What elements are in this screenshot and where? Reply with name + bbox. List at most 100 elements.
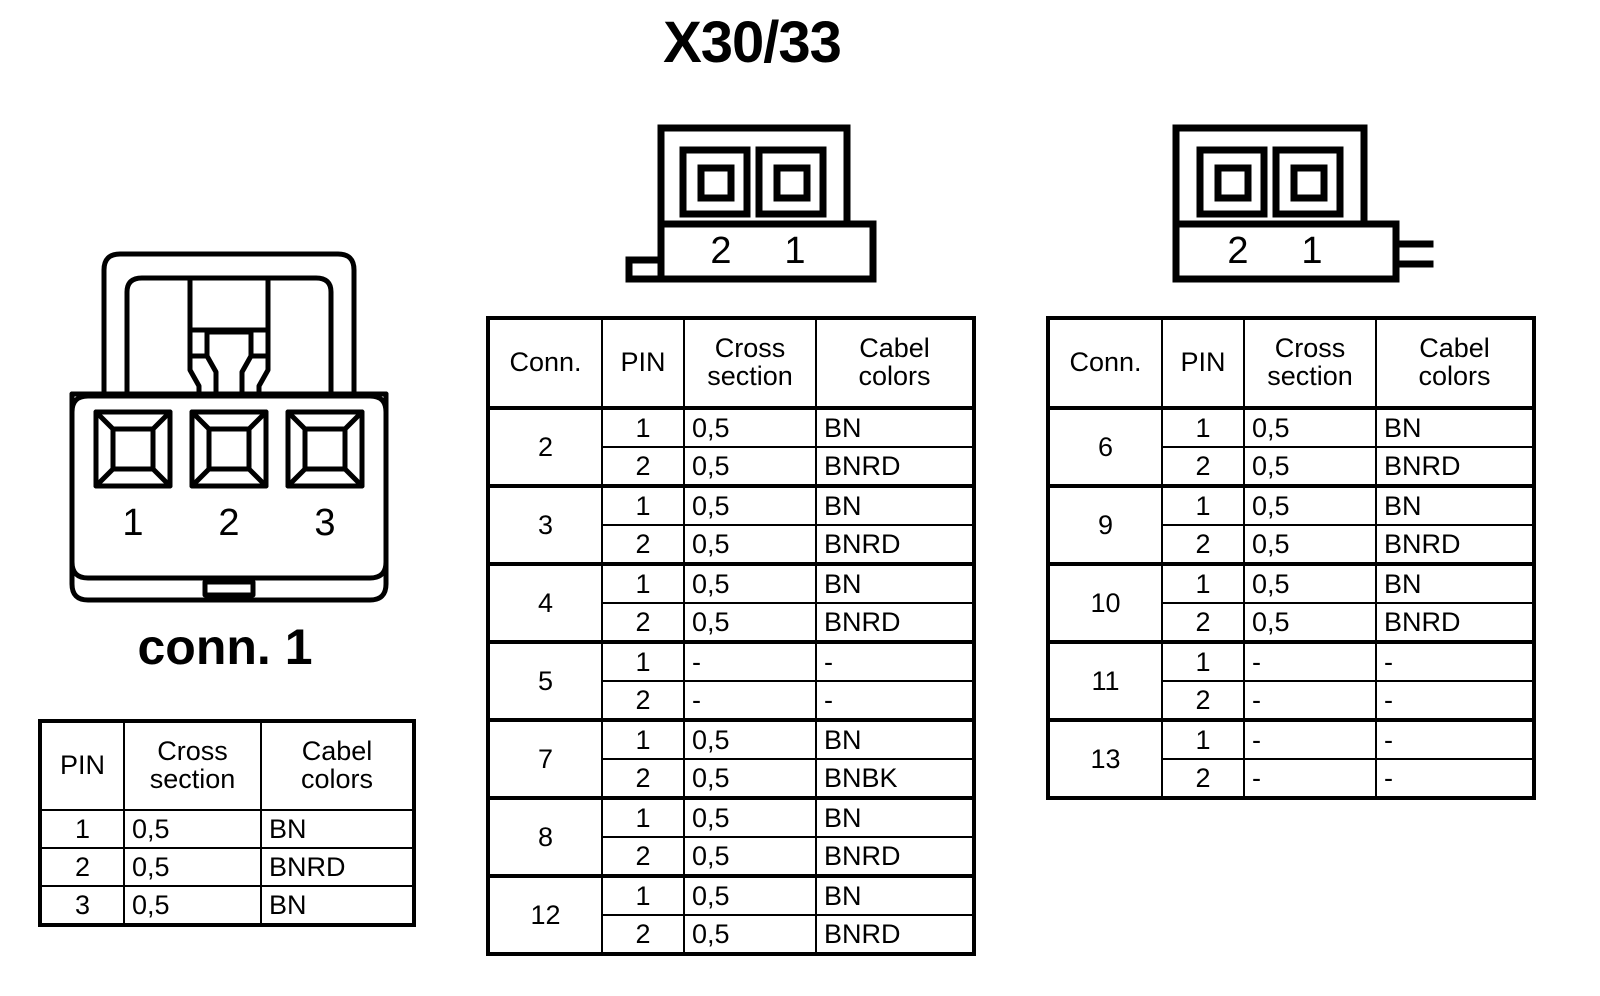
cell-cabel-colors: - — [1375, 718, 1535, 760]
header-cross-section: Cross section — [1243, 317, 1377, 409]
connector-1-pin-label-3: 3 — [314, 502, 335, 544]
cell-cross-section: - — [1243, 758, 1377, 800]
cell-pin: 1 — [601, 406, 685, 448]
header-cross-section-line1: Cross — [157, 735, 228, 766]
cell-cross-section: 0,5 — [683, 446, 817, 488]
cell-pin: 2 — [601, 680, 685, 722]
cell-pin: 1 — [1161, 484, 1245, 526]
cell-cabel-colors: BN — [1375, 562, 1535, 604]
cell-cross-section: 0,5 — [683, 524, 817, 566]
header-pin: PIN — [1161, 317, 1245, 409]
cell-pin: 2 — [1161, 680, 1245, 722]
cell-cabel-colors: - — [815, 640, 975, 682]
header-conn: Conn. — [487, 317, 603, 409]
header-cabel-colors-line2: colors — [858, 361, 931, 391]
header-pin-line1: PIN — [620, 346, 666, 377]
cell-cross-section: 0,5 — [123, 847, 262, 887]
cell-cabel-colors: BN — [815, 484, 975, 526]
cell-cabel-colors: BN — [1375, 406, 1535, 448]
cell-pin: 2 — [601, 836, 685, 878]
cell-conn: 4 — [487, 562, 603, 644]
cell-cross-section: 0,5 — [683, 718, 817, 760]
table-header-row: Conn. PIN Cross section Cabel colors — [1047, 317, 1535, 409]
cell-cross-section: 0,5 — [683, 602, 817, 644]
header-cabel-colors-line2: colors — [300, 764, 374, 794]
cell-cabel-colors: BN — [260, 885, 415, 926]
header-cross-section-line2: section — [1267, 361, 1353, 391]
cell-pin: 1 — [1161, 562, 1245, 604]
page-title: X30/33 — [0, 14, 1600, 72]
cell-conn: 5 — [487, 640, 603, 722]
table-conn1-header: PIN Cross section Cabel colors — [39, 720, 415, 811]
header-cabel-colors-line1: Cabel — [301, 735, 373, 766]
header-pin: PIN — [601, 317, 685, 409]
connector-right-pin-label-1: 1 — [1301, 230, 1322, 272]
connector-1-pin-label-2: 2 — [218, 502, 239, 544]
cell-cross-section: - — [1243, 680, 1377, 722]
table-row: 2-- — [1048, 758, 1535, 800]
header-cross-section-line2: section — [707, 361, 793, 391]
cell-cross-section: - — [1243, 718, 1377, 760]
header-cross-section-line1: Cross — [714, 332, 786, 363]
cell-cabel-colors: BN — [815, 796, 975, 838]
header-cross-section-line2: section — [149, 764, 236, 794]
cell-conn: 3 — [487, 484, 603, 566]
connector-middle-pin-label-1: 1 — [784, 230, 805, 272]
cell-cabel-colors: BNBK — [815, 758, 975, 800]
cell-cross-section: 0,5 — [123, 809, 262, 849]
connector-1-caption: conn. 1 — [137, 619, 313, 675]
cell-cross-section: 0,5 — [683, 836, 817, 878]
cell-cabel-colors: BNRD — [815, 602, 975, 644]
cell-conn: 8 — [487, 796, 603, 878]
cell-conn: 2 — [487, 406, 603, 488]
table-middle-header: Conn. PIN Cross section Cabel colors — [487, 317, 975, 409]
2-pin-connector-left-tab-icon: 2 1 — [625, 124, 877, 283]
cell-cross-section: 0,5 — [1243, 446, 1377, 488]
cell-conn: 11 — [1047, 640, 1163, 722]
connector-middle-diagram: 2 1 — [605, 120, 885, 290]
connector-right-pin-label-2: 2 — [1227, 230, 1248, 272]
cell-cross-section: - — [683, 640, 817, 682]
cell-pin: 2 — [1161, 602, 1245, 644]
table-header-row: PIN Cross section Cabel colors — [39, 720, 415, 811]
3-pin-connector-face-icon: 1 2 3 — [69, 251, 389, 603]
cell-cabel-colors: BN — [815, 874, 975, 916]
cell-pin: 2 — [601, 602, 685, 644]
cell-cabel-colors: BNRD — [815, 836, 975, 878]
cell-conn: 13 — [1047, 718, 1163, 800]
cell-cabel-colors: BN — [815, 718, 975, 760]
cell-conn: 9 — [1047, 484, 1163, 566]
cell-pin: 1 — [1161, 406, 1245, 448]
cell-pin: 1 — [1161, 718, 1245, 760]
header-cabel-colors-line1: Cabel — [1419, 332, 1490, 363]
header-pin: PIN — [39, 720, 125, 811]
cell-cabel-colors: - — [815, 680, 975, 722]
table-row: 2-- — [1048, 680, 1535, 722]
cell-pin: 2 — [601, 446, 685, 488]
header-pin-line1: PIN — [1180, 346, 1226, 377]
cell-cross-section: 0,5 — [123, 885, 262, 926]
cell-cross-section: 0,5 — [1243, 406, 1377, 448]
cell-cross-section: 0,5 — [683, 406, 817, 448]
cell-conn: 7 — [487, 718, 603, 800]
